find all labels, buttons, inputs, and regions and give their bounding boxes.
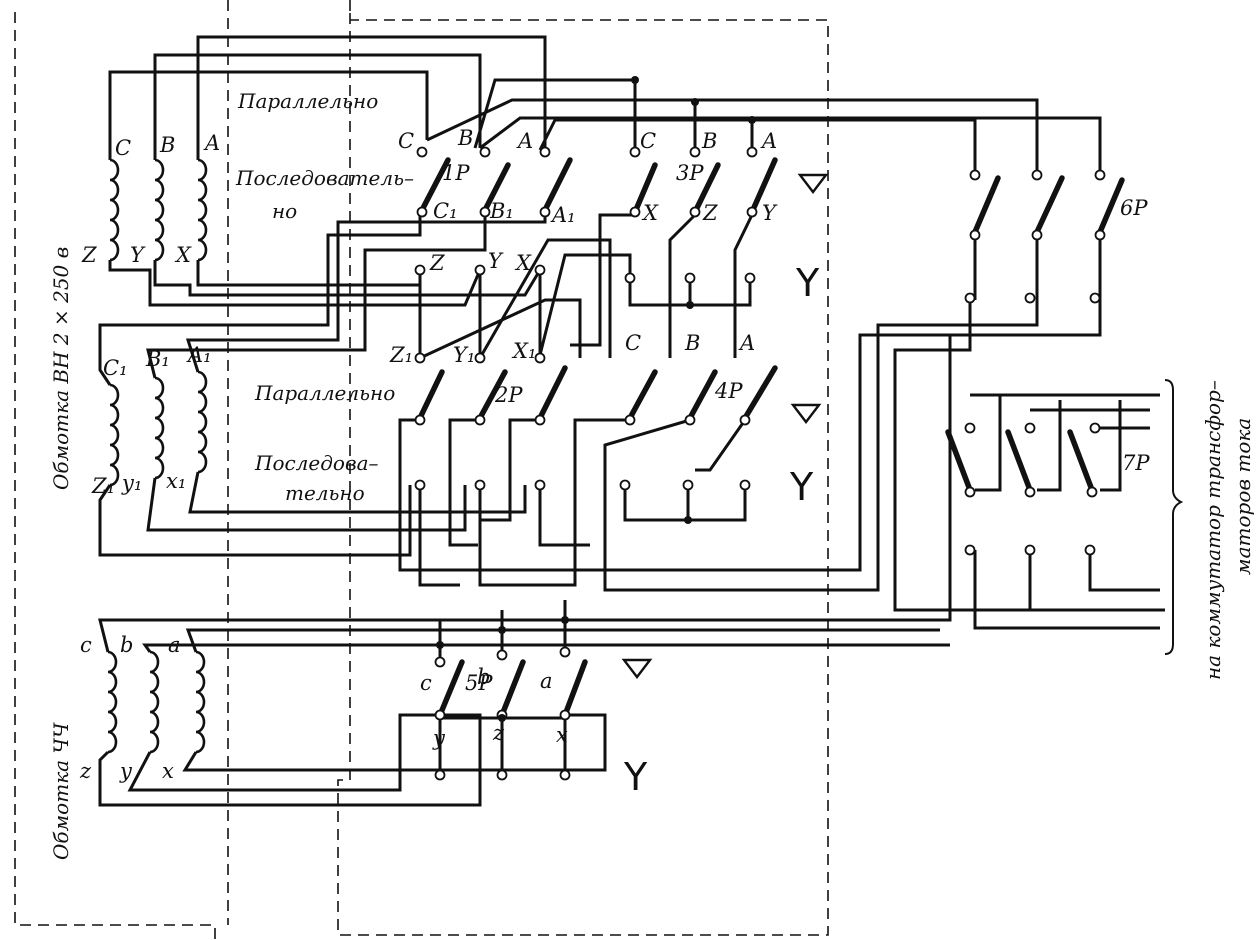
right-enclosure <box>337 0 829 936</box>
svg-text:c: c <box>420 671 432 695</box>
hv-winding-label: Обмотка ВН 2 × 250 в <box>49 247 73 490</box>
coil-b <box>154 158 165 262</box>
label-series-bottom-1: Последова– <box>254 451 379 475</box>
lv-winding-label: Обмотка ЧЧ <box>49 722 73 860</box>
svg-text:Y₁: Y₁ <box>453 343 475 367</box>
coil-lv-c <box>107 650 118 754</box>
coil-c1 <box>109 383 120 487</box>
svg-text:X: X <box>514 251 532 275</box>
svg-text:B₁: B₁ <box>489 199 514 223</box>
commutator-label-1: на коммутатор трансфор– <box>1201 380 1225 680</box>
coil-lv-a <box>195 650 206 754</box>
coil-lv-b <box>149 650 160 754</box>
switch-4p: 4P <box>714 379 743 403</box>
coil-group-hv1: C B A Z Y X <box>81 131 220 267</box>
coil-b1 <box>154 376 165 480</box>
delta-symbol-1 <box>797 173 829 194</box>
coil-label-z: Z <box>81 243 97 267</box>
commutator-brace <box>1164 379 1184 655</box>
coil-label-c1: C₁ <box>103 356 128 380</box>
terminal-labels: C B A C₁ B₁ A₁ Z Y X Z₁ Y₁ X₁ C B A X Z … <box>389 126 778 750</box>
coil-label-a: A <box>203 131 220 155</box>
switch-2p: 2P <box>494 383 523 407</box>
svg-text:B: B <box>701 129 717 153</box>
coil-a1 <box>197 370 208 474</box>
star-symbol-3: Y <box>623 755 648 799</box>
coil-label-lv-z: z <box>79 759 92 783</box>
coil-label-y: Y <box>130 243 146 267</box>
svg-text:y: y <box>432 726 446 750</box>
star-symbol-2: Y <box>789 465 814 509</box>
switch-6p: 6P <box>1120 196 1148 220</box>
coil-label-x: X <box>174 243 192 267</box>
label-series-bottom-2: тельно <box>285 481 365 505</box>
star-symbol-1: Y <box>795 261 820 305</box>
svg-text:X₁: X₁ <box>511 339 536 363</box>
switch-1p: 1P <box>442 161 470 185</box>
svg-text:Y: Y <box>488 249 504 273</box>
delta-symbol-2 <box>790 403 822 424</box>
left-enclosure <box>14 12 216 940</box>
svg-text:x: x <box>556 723 568 747</box>
svg-text:z: z <box>492 721 505 745</box>
svg-text:A₁: A₁ <box>550 203 576 227</box>
coil-a <box>197 158 208 262</box>
coil-c <box>109 158 120 262</box>
svg-text:Y: Y <box>762 201 778 225</box>
svg-text:Z: Z <box>702 201 718 225</box>
svg-text:b: b <box>477 665 490 689</box>
terminals <box>414 76 1106 781</box>
commutator-label-2: маторов тока <box>1231 418 1255 575</box>
svg-text:C₁: C₁ <box>433 199 458 223</box>
svg-text:a: a <box>540 669 553 693</box>
label-series-top-2: но <box>272 199 297 223</box>
coil-group-lv: c b a z y x <box>79 633 206 783</box>
coil-label-lv-b: b <box>120 633 133 657</box>
svg-text:B: B <box>684 331 700 355</box>
coil-label-x1: x₁ <box>166 469 186 493</box>
svg-text:A: A <box>760 129 777 153</box>
enclosures <box>14 0 829 940</box>
svg-text:X: X <box>641 201 659 225</box>
coil-label-lv-y: y <box>119 759 133 783</box>
label-parallel-top: Параллельно <box>237 89 378 113</box>
svg-text:Z₁: Z₁ <box>389 343 413 367</box>
blades <box>417 157 1125 718</box>
svg-text:B: B <box>457 126 473 150</box>
svg-text:Z: Z <box>429 251 445 275</box>
coil-label-y1: y₁ <box>121 471 142 495</box>
svg-text:A: A <box>516 129 533 153</box>
svg-text:C: C <box>640 129 656 153</box>
switch-3p: 3P <box>676 161 704 185</box>
mode-labels: Параллельно Последователь– но Параллельн… <box>235 89 414 505</box>
coil-label-lv-c: c <box>80 633 92 657</box>
svg-text:A: A <box>738 331 755 355</box>
switch-7p: 7P <box>1122 451 1150 475</box>
coil-label-b: B <box>159 133 175 157</box>
symbols: Y Y Y <box>621 173 829 799</box>
svg-text:C: C <box>398 129 414 153</box>
switch-5p: 5P <box>465 671 493 695</box>
label-parallel-bottom: Параллельно <box>254 381 395 405</box>
svg-text:C: C <box>625 331 641 355</box>
coil-label-c: C <box>115 136 131 160</box>
switch-labels: 1P 3P 2P 4P 6P 7P 5P <box>442 161 1150 695</box>
label-series-top-1: Последователь– <box>235 166 414 190</box>
delta-symbol-3 <box>621 658 653 679</box>
coil-label-lv-x: x <box>162 759 174 783</box>
